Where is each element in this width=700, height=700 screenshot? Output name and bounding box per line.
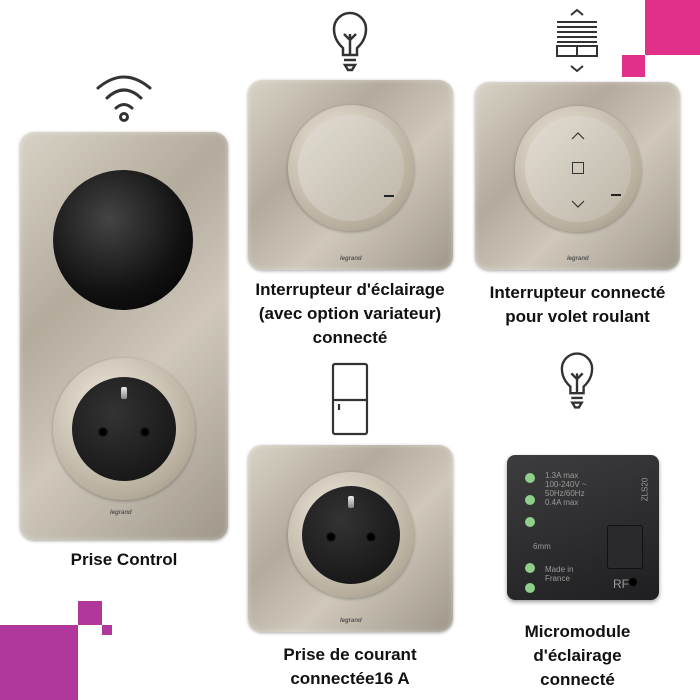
- product-label: Prise Control: [70, 550, 178, 569]
- micromodule-device: 1.3A max 100-240V ~ 50Hz/60Hz 0.4A max 6…: [507, 455, 659, 600]
- speaker-dome: [53, 170, 193, 310]
- brand-logo: legrand: [110, 510, 132, 516]
- spec-text: 50Hz/60Hz: [545, 489, 585, 498]
- pairing-button: [607, 525, 643, 569]
- brand-logo: legrand: [567, 256, 589, 262]
- prise-control-device: legrand: [20, 132, 228, 540]
- product-label: Prise de courant connectée16 A: [283, 645, 417, 688]
- light-bulb-icon: [332, 11, 368, 72]
- product-label: Interrupteur connecté pour volet roulant: [489, 283, 666, 326]
- decor-square: [102, 625, 112, 635]
- wifi-icon: [96, 75, 152, 122]
- shutter-buttons: [525, 116, 631, 222]
- spec-text: 0.4A max: [545, 498, 579, 507]
- stop-icon: [572, 162, 584, 174]
- made-in-text: France: [545, 574, 570, 583]
- decor-square: [622, 55, 645, 77]
- light-bulb-icon: [560, 352, 594, 409]
- made-in-text: Made in: [545, 565, 574, 574]
- product-label: Interrupteur d'éclairage (avec option va…: [255, 280, 445, 347]
- decor-square: [645, 0, 700, 55]
- outlet-device: legrand: [248, 445, 453, 632]
- decor-square: [0, 625, 78, 700]
- decor-square: [78, 601, 102, 625]
- fridge-icon: [331, 362, 369, 436]
- brand-logo: legrand: [340, 256, 362, 262]
- model-text: ZLS20: [640, 477, 650, 502]
- switch-rocker: [298, 115, 404, 221]
- spec-text: 1.3A max: [545, 471, 579, 480]
- rf-text: RF: [613, 577, 629, 591]
- brand-logo: legrand: [340, 618, 362, 624]
- spec-text: 100-240V ~: [545, 480, 587, 489]
- shutter-switch-device: legrand: [475, 82, 680, 270]
- light-switch-device: legrand: [248, 80, 453, 270]
- product-label: Micromodule d'éclairage connecté: [524, 622, 631, 689]
- strip-length-text: 6mm: [533, 542, 551, 551]
- roller-shutter-icon: [556, 8, 598, 73]
